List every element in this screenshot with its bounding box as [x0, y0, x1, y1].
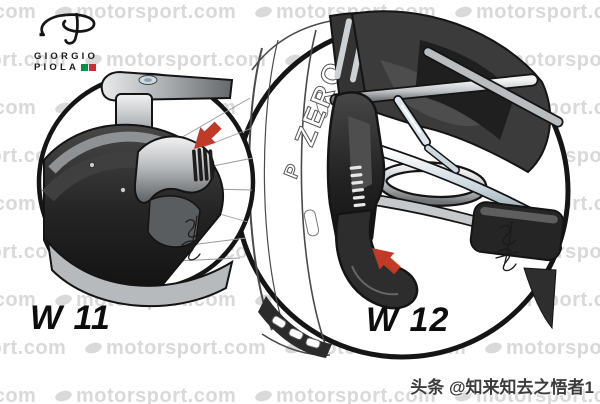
w11-inset	[36, 70, 256, 308]
watermark-text: motorsport.com	[453, 386, 600, 404]
w12-arrow-icon	[372, 248, 401, 275]
watermark-text: motorsport.com	[253, 386, 436, 404]
w12-signature	[495, 221, 519, 272]
w11-label: W 11	[30, 299, 111, 337]
w11-arrow-icon	[194, 121, 222, 149]
w12-duct-louvres	[349, 165, 366, 208]
footer-credit: 头条 @知来知去之悟者1	[410, 377, 594, 397]
watermark-text: motorsport.com	[0, 97, 37, 119]
watermark-text: motorsport.com	[83, 50, 266, 70]
w11-lower-flange	[46, 238, 234, 308]
w11-duct-body	[147, 195, 201, 248]
watermark-text: motorsport.com	[453, 2, 600, 22]
watermark-text: motorsport.com	[0, 1, 37, 23]
gp-monogram-icon	[39, 12, 96, 45]
watermark-text: motorsport.com	[483, 338, 600, 358]
watermark-text: motorsport.com	[53, 2, 236, 22]
giorgio-piola-logo: GIORGIO PIOLA	[34, 10, 114, 73]
watermark-text: motorsport.com	[53, 386, 236, 404]
watermark-text: motorsport.com	[0, 337, 67, 359]
w11-signature	[181, 215, 201, 261]
w12-cooling-outlet	[469, 201, 565, 262]
watermark-text: motorsport.com	[0, 385, 37, 404]
w12-label: W 12	[366, 301, 450, 339]
watermark-text: motorsport.com	[0, 289, 37, 311]
w11-scoop-louvres	[192, 147, 214, 182]
watermark-text: motorsport.com	[483, 50, 600, 70]
w12-inset: ZERO P	[233, 10, 571, 360]
w12-tread-marks	[271, 315, 321, 349]
italian-flag-icon	[81, 64, 97, 71]
brand-name-line1: GIORGIO	[34, 51, 99, 62]
watermark-text: motorsport.com	[0, 193, 37, 215]
w12-damper-rods	[393, 95, 460, 174]
w12-lower-fin	[523, 267, 557, 330]
brand-name-line2: PIOLA	[34, 62, 114, 73]
watermark-text: motorsport.com	[0, 49, 67, 71]
w11-scoop	[133, 135, 215, 204]
watermark-text: motorsport.com	[83, 338, 266, 358]
